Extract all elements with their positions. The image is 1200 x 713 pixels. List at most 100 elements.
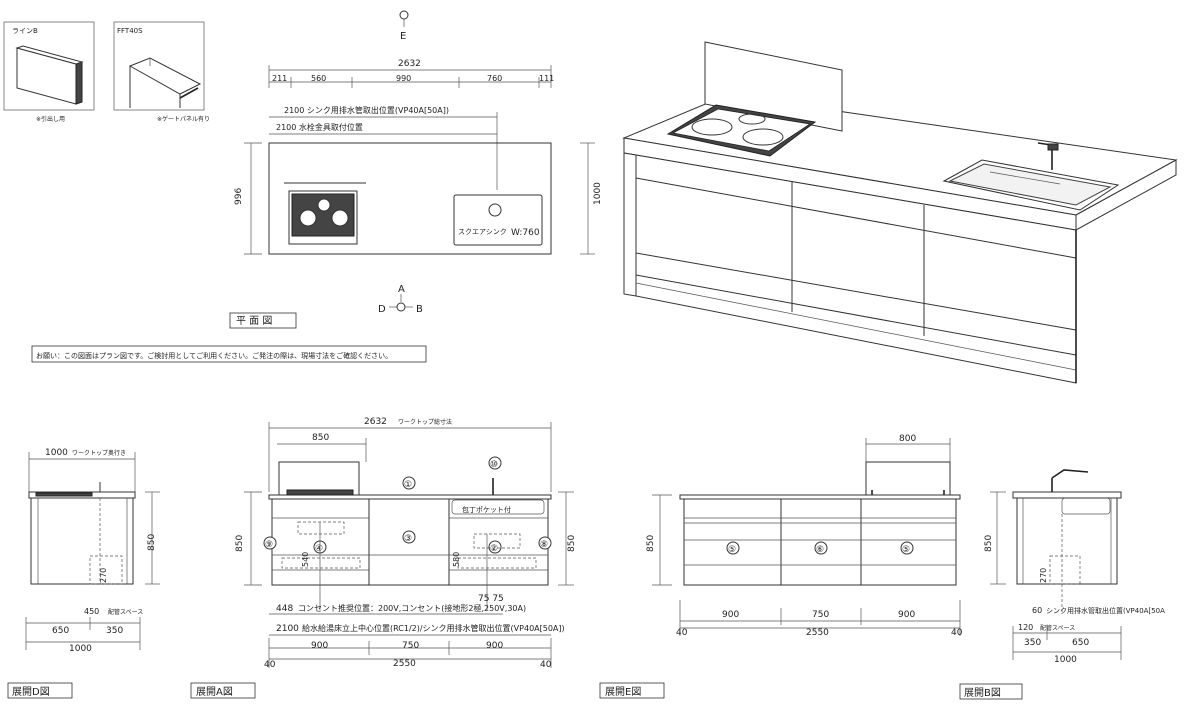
plan-total-dim: 2632 (398, 59, 421, 69)
elev-d-caption: 展開D図 (12, 686, 50, 698)
elev-e-c1: ⑤ (728, 545, 736, 555)
plan-sink-width: W:760 (511, 228, 540, 238)
elev-e-c3: ⑤ (902, 545, 910, 555)
elev-d-pipe-height: 270 (99, 568, 108, 583)
elev-a-bottom-1: 900 (311, 641, 328, 651)
elev-a-pocket-label: 包丁ポケット付 (462, 505, 511, 514)
plan-drain-dim: 2100 シンク用排水管取出位置(VP40A[50A]) (284, 105, 449, 115)
elev-e-bottom-2: 750 (812, 610, 829, 620)
elev-b-caption-box (959, 683, 1023, 700)
elev-a-height-left: 850 (235, 535, 245, 552)
elev-d-pipe-space-val: 450 (84, 607, 99, 616)
plan-view: E 2632 211 560 990 760 111 2100 シンク用排水管取… (31, 10, 603, 363)
elev-b-bottom-1: 350 (1024, 638, 1041, 648)
elevation-e: 800 ⑤ ⑥ ⑤ 850 900 750 900 2550 40 (599, 434, 963, 699)
elev-e-height: 850 (646, 535, 656, 552)
elev-b-height: 850 (984, 535, 994, 552)
elev-b-bottom-total: 1000 (1054, 655, 1077, 665)
direction-marker-e (399, 10, 409, 20)
marker-b: B (416, 304, 423, 315)
marker-e-label: E (400, 31, 406, 42)
plan-countertop (268, 142, 552, 255)
plan-depth-right: 1000 (593, 182, 603, 205)
perspective-view (622, 41, 1178, 384)
elev-a-c10: ⑩ (490, 460, 498, 470)
elev-a-caption-box (190, 682, 256, 699)
elev-a-hood-dim: 850 (312, 433, 329, 443)
elev-a-c1: ① (404, 480, 412, 490)
elev-b-pipe-space-label: 配管スペース (1040, 624, 1075, 632)
thumb-line-b-title: ラインB (12, 27, 38, 35)
direction-marker-abd (396, 302, 406, 312)
elev-a-bottom-2: 750 (402, 641, 419, 651)
elev-a-height-right: 850 (567, 535, 577, 552)
plan-seg-1: 211 (272, 74, 287, 83)
elev-e-worktop (679, 494, 961, 500)
thumb-fft: FFT40S ※ゲートパネル有り (113, 21, 210, 123)
elev-a-c9: ⑨ (265, 540, 273, 550)
elev-a-note2: 給水給湯床立上中心位置(RC1/2)/シンク用排水管取出位置(VP40A[50A… (302, 623, 565, 633)
elev-e-caption-box (599, 682, 665, 699)
elev-a-vdim-2: 580 (452, 552, 461, 567)
elev-e-cabinet (683, 498, 957, 586)
elev-a-top-label: ワークトップ総寸法 (398, 418, 452, 426)
elev-d-caption-box (7, 682, 73, 699)
plan-faucet-dim: 2100 水栓金具取付位置 (276, 122, 363, 132)
elev-b-pipe-height: 270 (1039, 568, 1048, 583)
elev-a-small-dims: 75 75 (478, 594, 504, 604)
thumb-fft-title: FFT40S (117, 27, 143, 35)
thumb-fft-note: ※ゲートパネル有り (157, 115, 210, 123)
elev-a-circle-10 (488, 456, 502, 470)
plan-depth-left: 996 (234, 188, 244, 205)
elev-d-height: 850 (147, 534, 157, 551)
elev-e-hood-dim: 800 (899, 434, 916, 444)
elev-d-bottom-1: 650 (52, 626, 69, 636)
notice-text: お願い：この図面はプラン図です。ご検討用としてご利用ください。ご発注の際は、現場… (36, 351, 392, 360)
elev-a-c4: ④ (315, 544, 323, 554)
elev-a-bottom-total: 2550 (393, 659, 416, 669)
elev-b-caption: 展開B図 (964, 687, 1001, 699)
elev-e-bottom-1: 900 (722, 610, 739, 620)
elev-d-bottom-2: 350 (106, 626, 123, 636)
thumb-line-b: ラインB ※引出し用 (3, 21, 95, 123)
elev-e-edge-right: 40 (951, 628, 963, 638)
plan-seg-3: 990 (396, 74, 411, 83)
elev-a-note1: コンセント推奨位置：200V,コンセント(接地形2極,250V,30A) (298, 603, 526, 613)
elev-e-backguard (865, 461, 951, 496)
elev-e-c2: ⑥ (816, 545, 824, 555)
elev-b-drain-label: シンク用排水管取出位置(VP40A[50A (1046, 606, 1165, 615)
elev-a-top-total: 2632 (364, 417, 387, 427)
elevation-d: 1000 ワークトップ奥行き 270 850 450 配管スペース 650 35… (7, 448, 160, 699)
elev-a-c8: ⑧ (540, 540, 548, 550)
elevation-b: 270 850 60 シンク用排水管取出位置(VP40A[50A 120 配管ス… (959, 469, 1165, 700)
elev-a-edge-right: 40 (540, 660, 552, 670)
plan-caption: 平 面 図 (236, 315, 272, 327)
elev-b-worktop (1012, 491, 1122, 499)
elev-e-caption: 展開E図 (605, 686, 641, 698)
marker-a: A (398, 284, 405, 295)
elev-d-top-dim: 1000 (45, 448, 68, 458)
elev-a-worktop (268, 494, 552, 500)
elev-a-c2: ② (490, 544, 498, 554)
marker-d: D (378, 304, 386, 315)
elev-e-bottom-3: 900 (898, 610, 915, 620)
elev-a-bottom-3: 900 (486, 641, 503, 651)
elev-a-edge-left: 40 (264, 660, 276, 670)
plan-sink-drain (488, 203, 502, 217)
elev-b-pipe-space-val: 120 (1018, 623, 1033, 632)
plan-seg-5: 111 (539, 74, 554, 83)
elev-b-cabinet (1016, 497, 1118, 585)
elev-a-c3: ③ (404, 534, 412, 544)
plan-caption-box (229, 312, 297, 329)
elev-e-bottom-total: 2550 (806, 628, 829, 638)
elev-b-drain-val: 60 (1032, 606, 1042, 615)
elev-b-bottom-2: 650 (1072, 638, 1089, 648)
elev-d-top-dim-label: ワークトップ奥行き (72, 449, 126, 457)
plan-seg-2: 560 (311, 74, 326, 83)
notice-box (31, 345, 427, 363)
elev-a-note1-val: 448 (276, 604, 293, 614)
plan-sink-label: スクエアシンク (458, 228, 507, 236)
elev-a-vdim-1: 540 (301, 552, 310, 567)
